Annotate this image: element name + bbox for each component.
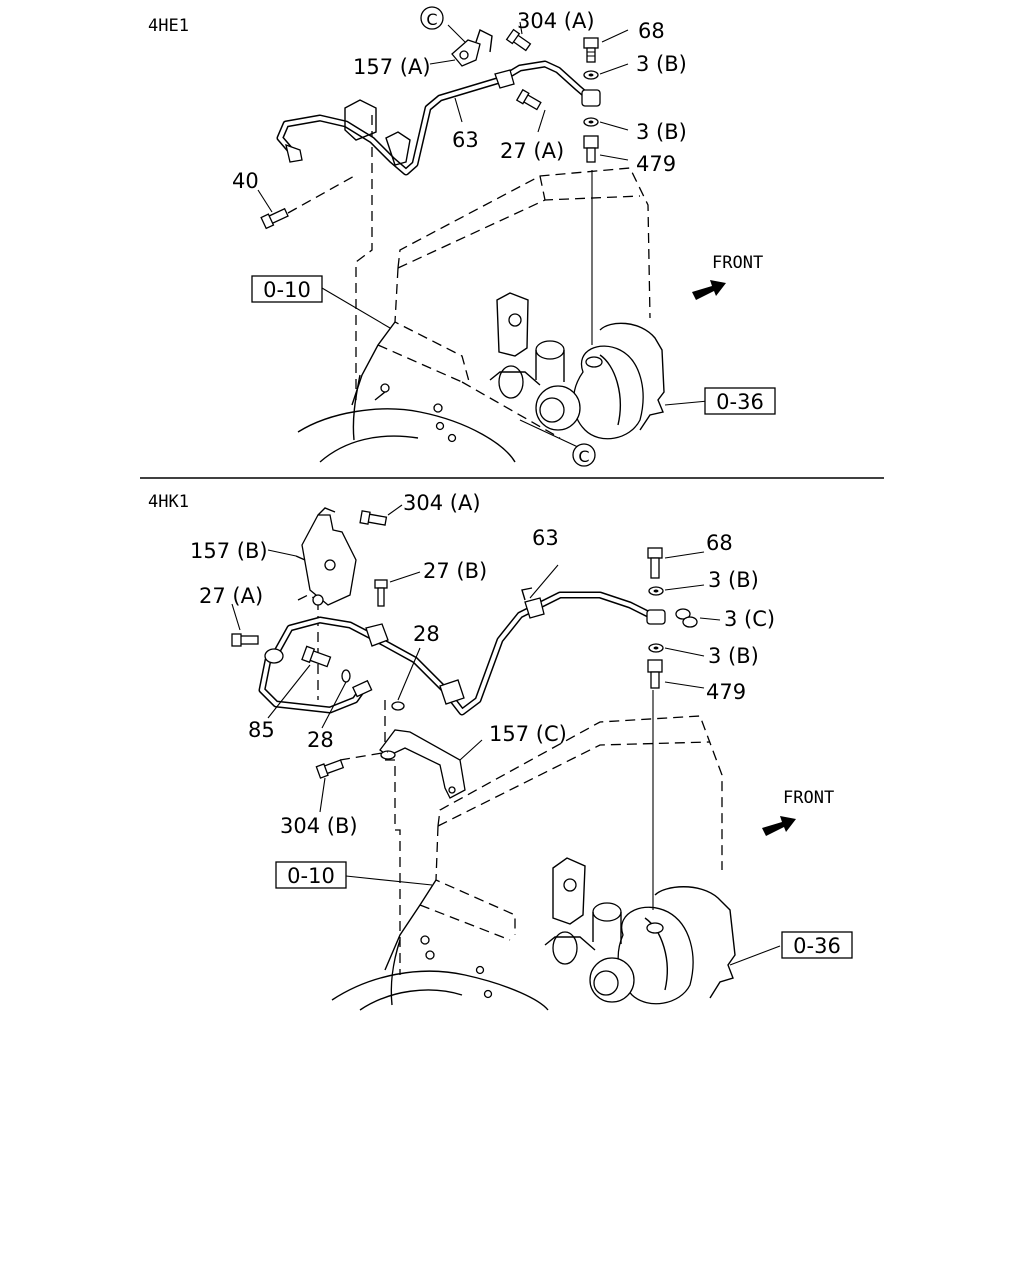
- front-arrow-top-icon: [692, 280, 726, 300]
- label-3b-bottom-2: 3 (B): [708, 644, 759, 668]
- label-157b-bottom: 157 (B): [190, 539, 268, 563]
- svg-text:0-10: 0-10: [287, 864, 335, 888]
- section-4hk1: 4HK1: [148, 491, 853, 1011]
- label-3b-top-2: 3 (B): [636, 120, 687, 144]
- ref-box-0-10-top: 0-10: [251, 275, 323, 303]
- label-28-bottom-upper: 28: [413, 622, 440, 646]
- label-479-bottom: 479: [706, 680, 746, 704]
- ref-box-0-36-bottom: 0-36: [781, 931, 853, 959]
- model-label-4he1: 4HE1: [148, 16, 189, 36]
- label-157a-top: 157 (A): [353, 55, 431, 79]
- label-85-bottom: 85: [248, 718, 275, 742]
- label-68-top: 68: [638, 19, 665, 43]
- label-27a-bottom: 27 (A): [199, 584, 263, 608]
- ref-box-0-36-top: 0-36: [704, 387, 776, 415]
- fasteners-bottom: [231, 510, 698, 779]
- label-304a-top: 304 (A): [517, 9, 595, 33]
- bracket-157c: [379, 729, 466, 799]
- label-304b-bottom: 304 (B): [280, 814, 358, 838]
- callout-c-upper: C: [420, 6, 444, 30]
- label-63-bottom: 63: [532, 526, 559, 550]
- label-27a-top: 27 (A): [500, 139, 564, 163]
- front-arrow-bottom-icon: [762, 816, 796, 836]
- oil-pipe-63-top: [276, 29, 596, 176]
- model-label-4hk1: 4HK1: [148, 492, 189, 512]
- svg-text:0-36: 0-36: [716, 390, 764, 414]
- section-4he1: 4HE1: [148, 6, 776, 467]
- leaders-bottom: [231, 504, 781, 966]
- label-157c-bottom: 157 (C): [489, 722, 567, 746]
- front-label-bottom: FRONT: [783, 788, 834, 808]
- label-63-top: 63: [452, 128, 479, 152]
- label-3b-bottom-1: 3 (B): [708, 568, 759, 592]
- label-27b-bottom: 27 (B): [423, 559, 487, 583]
- label-3b-top-1: 3 (B): [636, 52, 687, 76]
- oil-pipe-63-bottom: [258, 587, 654, 716]
- svg-text:0-10: 0-10: [263, 278, 311, 302]
- ref-box-0-10-bottom: 0-10: [275, 861, 347, 889]
- label-68-bottom: 68: [706, 531, 733, 555]
- bracket-157b: [295, 507, 357, 606]
- engine-body-bottom: [331, 715, 736, 1011]
- svg-text:0-36: 0-36: [793, 934, 841, 958]
- svg-text:C: C: [426, 10, 437, 29]
- callout-c-lower: C: [572, 443, 596, 467]
- label-479-top: 479: [636, 152, 676, 176]
- front-label-top: FRONT: [712, 253, 763, 273]
- engine-body-top: [297, 167, 665, 463]
- svg-text:C: C: [578, 447, 589, 466]
- label-304a-bottom: 304 (A): [403, 491, 481, 515]
- fasteners-top: [260, 28, 601, 230]
- leaders-top: [257, 21, 709, 449]
- label-3c-bottom: 3 (C): [724, 607, 775, 631]
- label-28-bottom-lower: 28: [307, 728, 334, 752]
- label-40-top: 40: [232, 169, 259, 193]
